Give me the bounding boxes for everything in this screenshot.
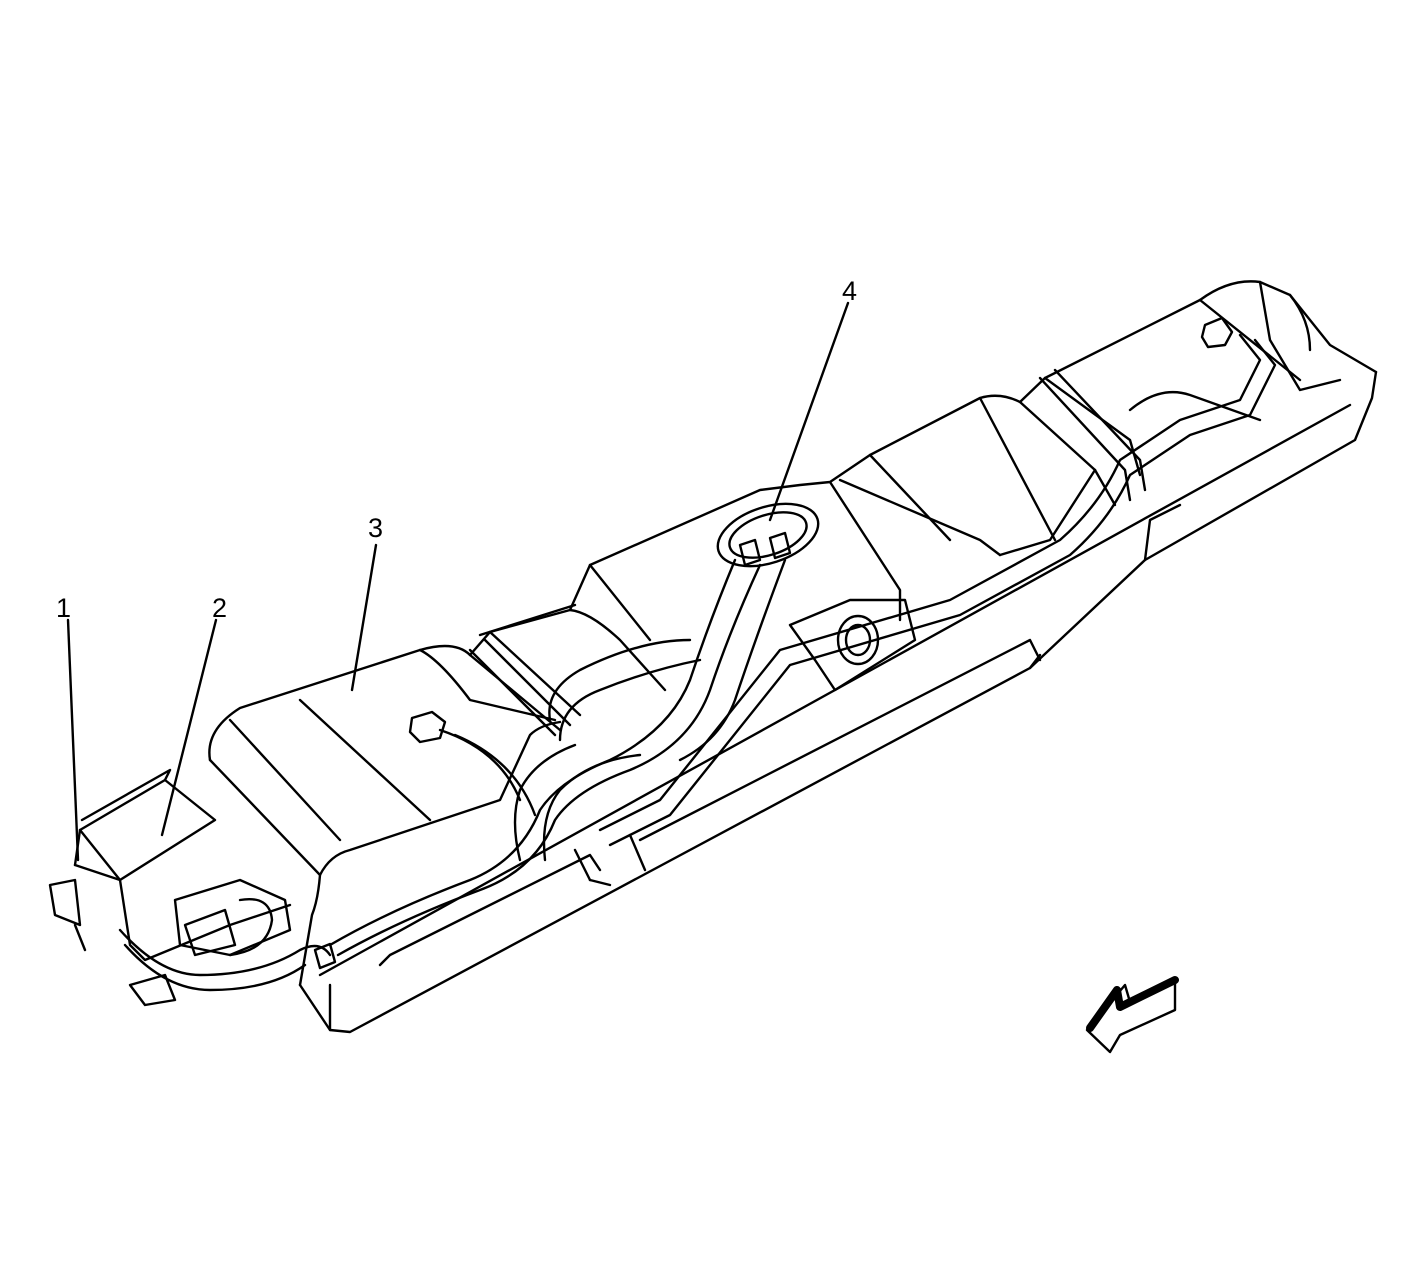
leader-line-1	[66, 618, 80, 862]
callout-4: 4	[842, 276, 857, 306]
leader-line-2	[160, 618, 218, 837]
fuel-lines	[118, 333, 1277, 992]
callout-leaders	[66, 301, 850, 862]
front-direction-arrow-icon	[1085, 976, 1179, 1054]
fuel-tank	[208, 280, 1378, 1034]
fuel-tank-front-module	[48, 768, 292, 1007]
callout-1: 1	[56, 593, 71, 623]
leader-line-3	[350, 543, 378, 692]
callout-2: 2	[212, 593, 227, 623]
fuel-filler-neck	[788, 598, 917, 692]
fuel-pump-module	[716, 502, 820, 568]
leader-line-4	[768, 301, 850, 522]
callout-labels: 1 2 3 4	[56, 276, 857, 623]
tank-straps	[468, 368, 1147, 882]
callout-3: 3	[368, 513, 383, 543]
electrical-connectors	[313, 316, 1234, 970]
